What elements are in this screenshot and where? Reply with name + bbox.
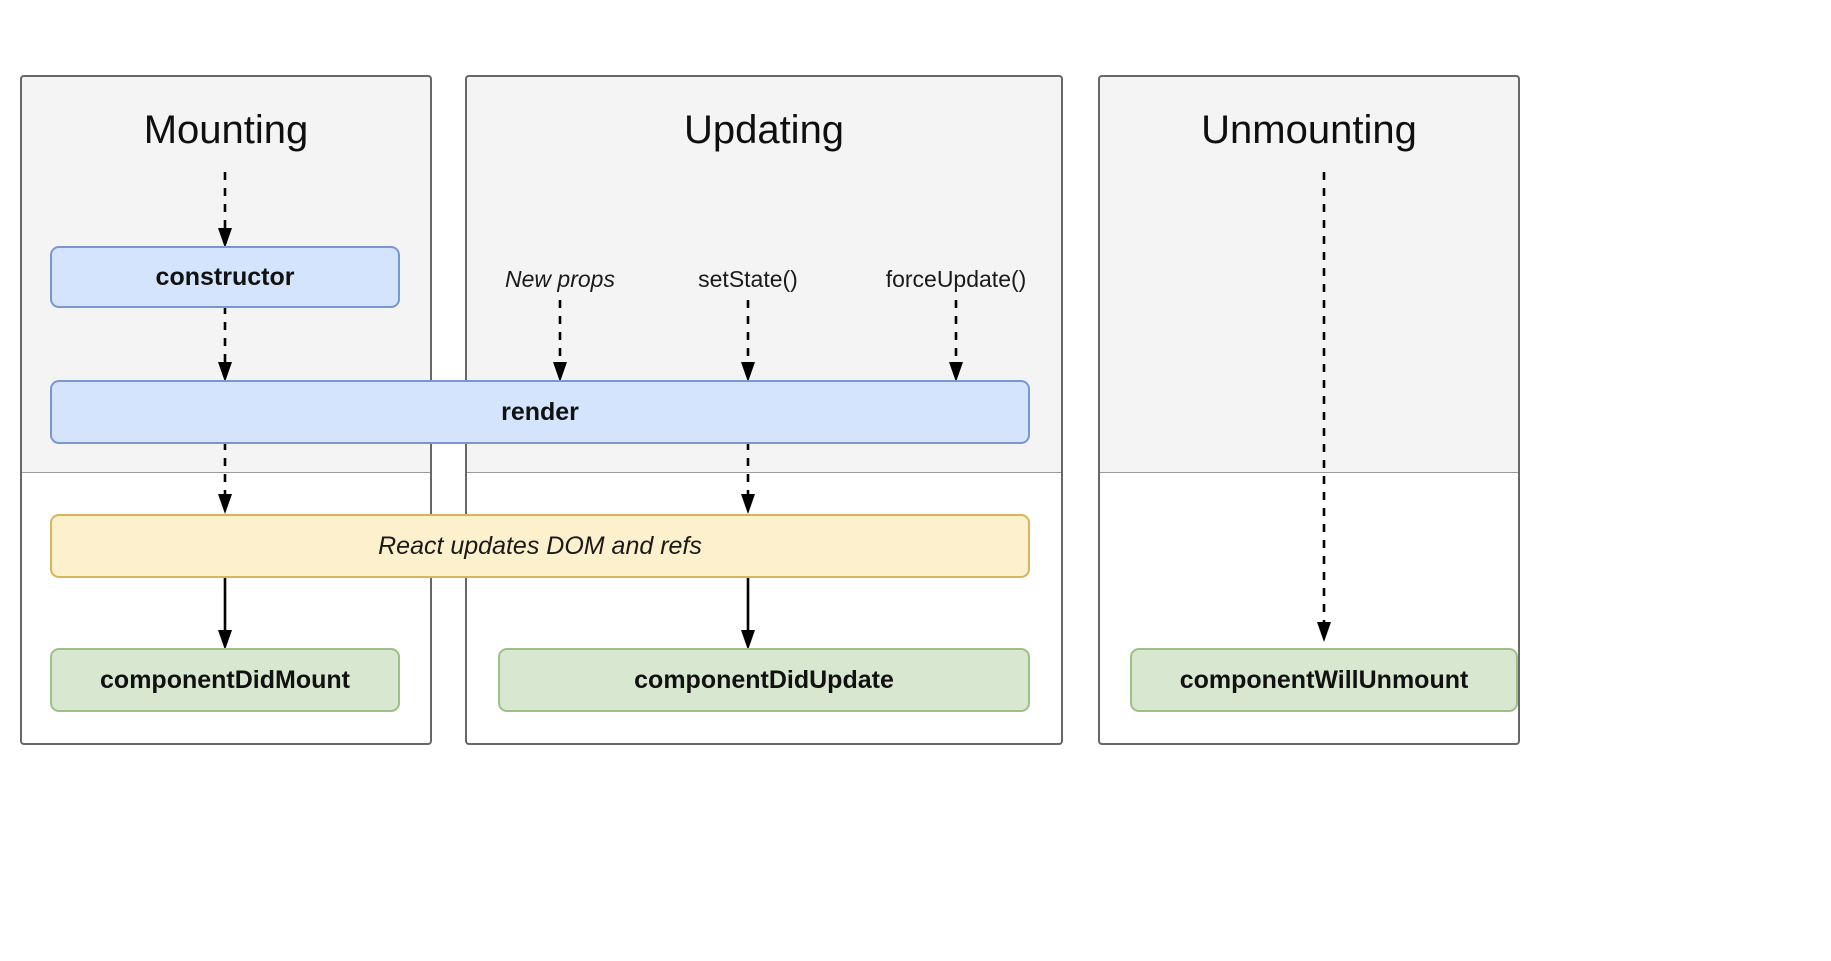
lifecycle-box-component-will-unmount[interactable]: componentWillUnmount	[1130, 648, 1518, 712]
arrow-force-update-to-render	[946, 300, 966, 386]
lifecycle-box-constructor[interactable]: constructor	[50, 246, 400, 308]
arrow-set-state-to-render	[738, 300, 758, 386]
lifecycle-box-component-did-mount[interactable]: componentDidMount	[50, 648, 400, 712]
lifecycle-box-render[interactable]: render	[50, 380, 1030, 444]
arrow-title-to-constructor	[215, 172, 235, 252]
trigger-label-new-props: New props	[505, 266, 615, 292]
arrow-constructor-to-render	[215, 306, 235, 386]
phase-panel-unmounting[interactable]	[1098, 75, 1520, 745]
arrow-render-to-react-updates-updating	[738, 442, 758, 518]
trigger-label-set-state: setState()	[698, 266, 798, 292]
trigger-label-force-update: forceUpdate()	[885, 266, 1027, 292]
arrow-react-updates-to-component-did-mount	[215, 576, 235, 654]
phase-title-unmounting: Unmounting	[1201, 108, 1417, 152]
arrow-react-updates-to-component-did-update	[738, 576, 758, 654]
arrow-new-props-to-render	[550, 300, 570, 386]
unmounting-panel-top-region	[1098, 75, 1520, 473]
phase-title-updating: Updating	[683, 108, 845, 152]
arrow-unmounting-to-component-will-unmount	[1314, 172, 1334, 646]
arrow-render-to-react-updates-mounting	[215, 442, 235, 518]
lifecycle-box-component-did-update[interactable]: componentDidUpdate	[498, 648, 1030, 712]
lifecycle-box-react-updates-dom-and-refs[interactable]: React updates DOM and refs	[50, 514, 1030, 578]
phase-title-mounting: Mounting	[143, 108, 309, 152]
